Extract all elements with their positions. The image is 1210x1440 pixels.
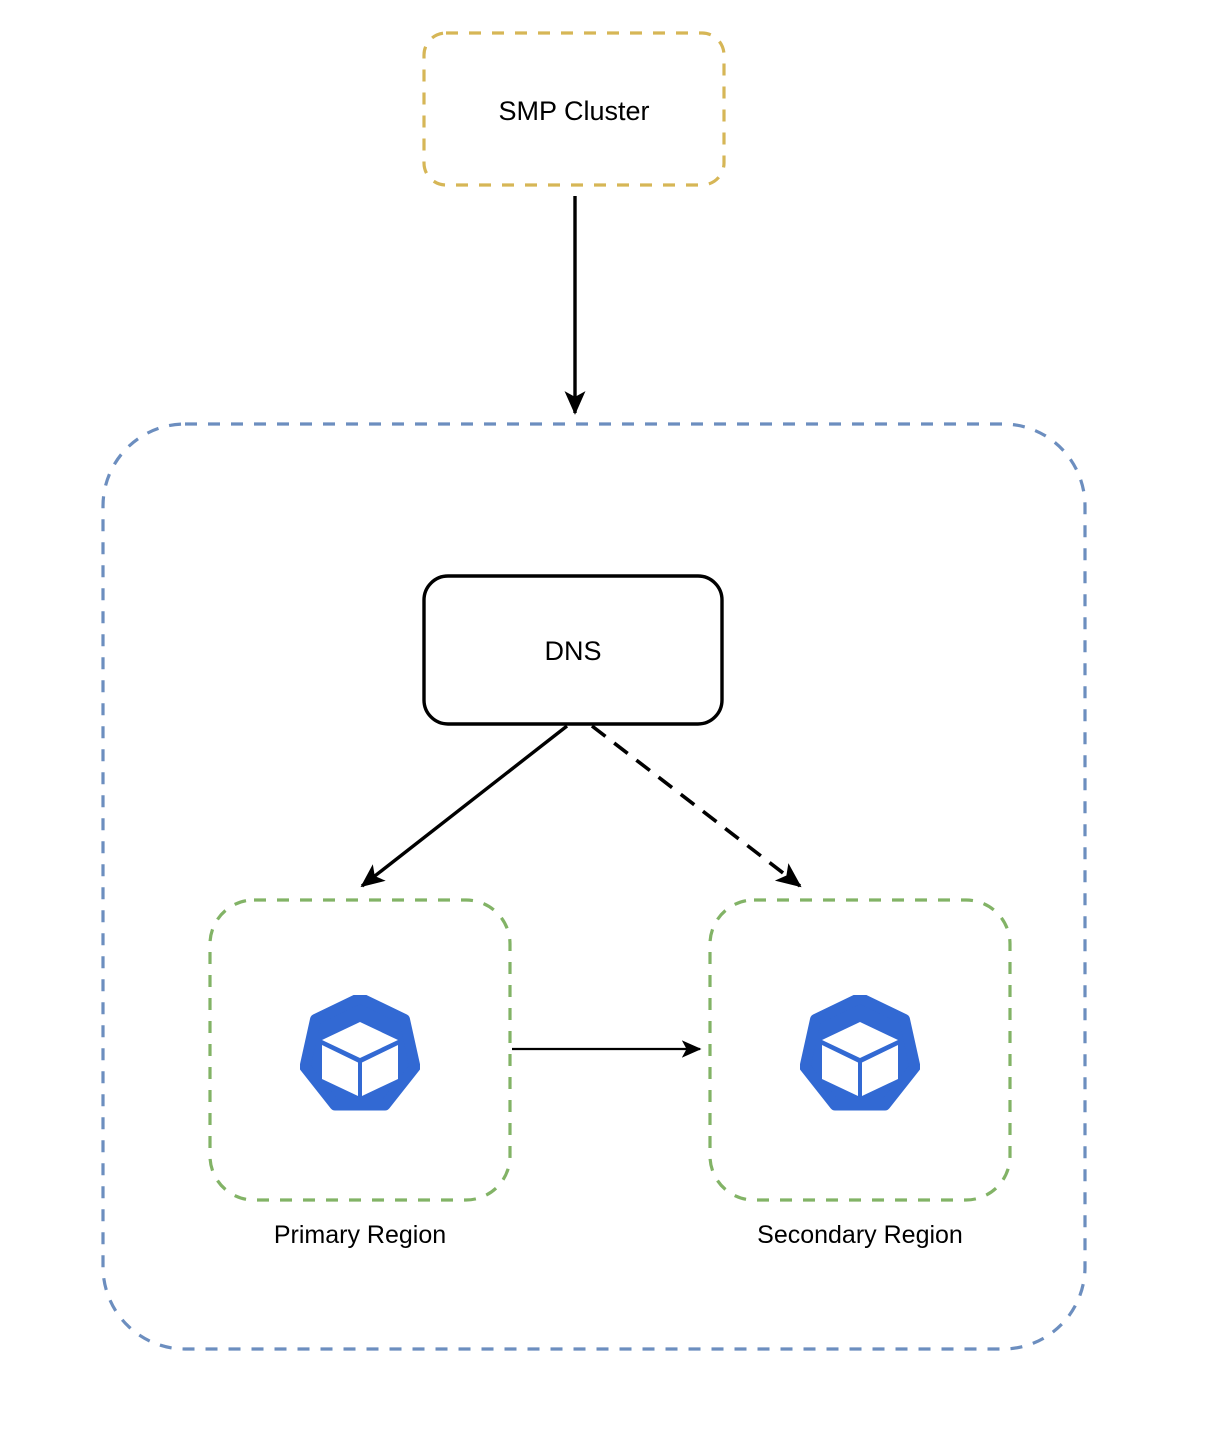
- kubernetes-icon: [300, 995, 420, 1111]
- edge-dns-to-primary: [360, 724, 569, 888]
- smp-cluster-box[interactable]: [422, 31, 726, 187]
- outer-container-box: [101, 422, 1087, 1351]
- dns-box[interactable]: [422, 574, 724, 726]
- kubernetes-icon: [800, 995, 920, 1111]
- edge-dns-to-secondary: [590, 724, 802, 888]
